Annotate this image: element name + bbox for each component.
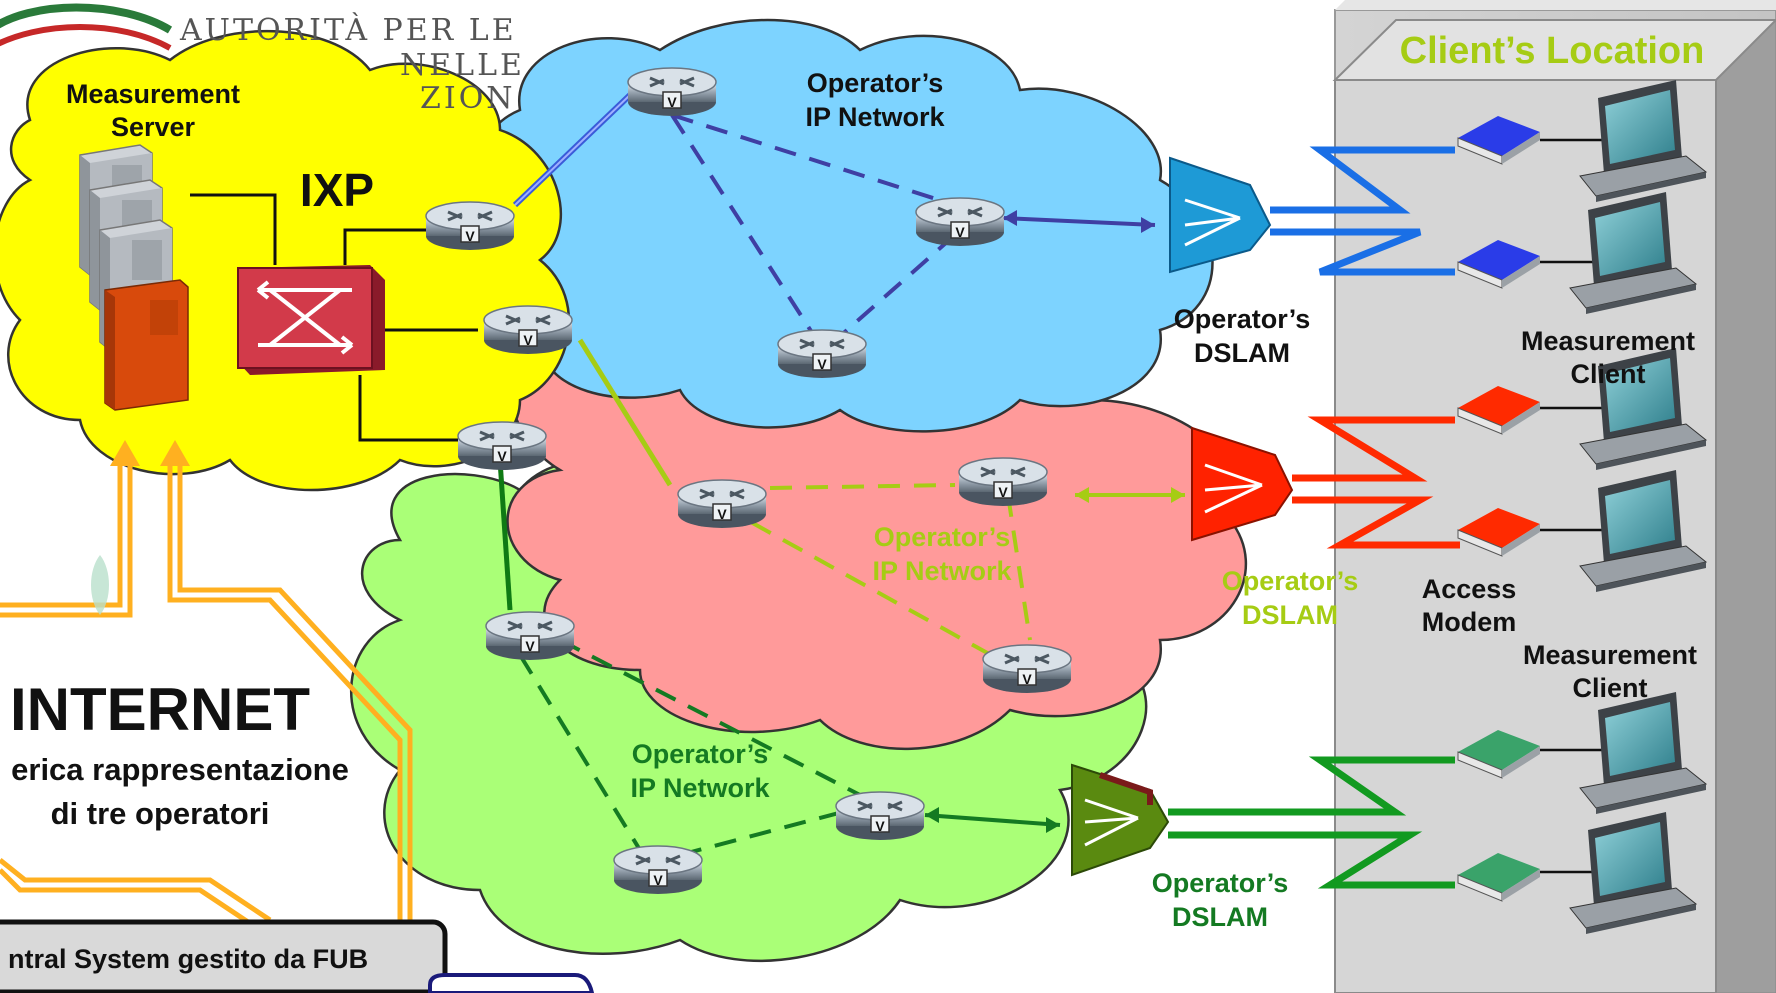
green-network-links bbox=[497, 459, 1061, 857]
logo-text-line1: AUTORITÀ PER LE bbox=[179, 12, 517, 48]
router-mark: V bbox=[497, 448, 507, 464]
blue-network-links bbox=[512, 92, 1156, 347]
router-mark: V bbox=[523, 332, 533, 348]
authority-logo: AUTORITÀ PER LE NELLE ZION bbox=[0, 3, 525, 116]
internet-sub-label-line2: di tre operatori bbox=[51, 796, 270, 831]
ixp-label: IXP bbox=[300, 164, 374, 216]
red-ip-network-label-line1: Operator’s bbox=[874, 522, 1011, 552]
measurement-client-bottom-line2: Client bbox=[1572, 673, 1647, 703]
blue-dslam-label-line1: Operator’s bbox=[1174, 304, 1311, 334]
green-dslam-label-line1: Operator’s bbox=[1152, 868, 1289, 898]
router-mark: V bbox=[998, 484, 1008, 500]
dslam-green bbox=[1071, 763, 1170, 877]
router-mark: V bbox=[667, 94, 677, 110]
logo-text-line3: ZION bbox=[420, 81, 516, 116]
measurement-client-top-line1: Measurement bbox=[1521, 326, 1695, 356]
measurement-server-label-line2: Server bbox=[111, 112, 196, 142]
red-dslam-label-line1: Operator’s bbox=[1222, 566, 1359, 596]
red-dslam-label-line2: DSLAM bbox=[1242, 600, 1338, 630]
red-access-lines bbox=[1292, 416, 1460, 549]
bottom-partial-box bbox=[428, 973, 595, 993]
green-dslam-label-line2: DSLAM bbox=[1172, 902, 1268, 932]
router-marks: V V V V V V V V V V V V bbox=[465, 94, 1032, 888]
access-modem-label-line2: Modem bbox=[1422, 607, 1517, 637]
router-mark: V bbox=[525, 638, 535, 654]
router-mark: V bbox=[875, 818, 885, 834]
blue-access-lines bbox=[1270, 146, 1455, 276]
dslam-red bbox=[1191, 426, 1294, 542]
link-arrowheads bbox=[925, 210, 1185, 833]
client-location-label: Client’s Location bbox=[1400, 30, 1705, 72]
router-mark: V bbox=[717, 506, 727, 522]
ixp-switch bbox=[237, 265, 385, 375]
internet-arrow-outline bbox=[0, 460, 413, 933]
red-ip-network-label-line2: IP Network bbox=[872, 556, 1012, 586]
internet-label: INTERNET bbox=[10, 676, 310, 743]
dslam-blue bbox=[1169, 156, 1272, 274]
router-mark: V bbox=[817, 356, 827, 372]
ixp-links bbox=[190, 193, 478, 442]
measurement-client-top-line2: Client bbox=[1570, 359, 1645, 389]
internet-sub-label-line1: erica rappresentazione bbox=[11, 752, 349, 787]
logo-text-line2: NELLE bbox=[400, 48, 525, 83]
blue-ip-network-label-line2: IP Network bbox=[805, 102, 945, 132]
central-system-box: ntral System gestito da FUB bbox=[0, 919, 448, 993]
internet-fade-mark bbox=[91, 555, 109, 615]
blue-dslam-label-line2: DSLAM bbox=[1194, 338, 1290, 368]
measurement-server-label-line1: Measurement bbox=[66, 79, 240, 109]
measurement-server-rack bbox=[79, 144, 189, 411]
green-ip-network-label-line2: IP Network bbox=[630, 773, 770, 803]
green-ip-network-label-line1: Operator’s bbox=[632, 739, 769, 769]
green-access-lines bbox=[1168, 756, 1455, 889]
router-mark: V bbox=[653, 872, 663, 888]
central-system-label: ntral System gestito da FUB bbox=[8, 944, 368, 974]
router-mark: V bbox=[1022, 671, 1032, 687]
router-mark: V bbox=[955, 224, 965, 240]
blue-ip-network-label-line1: Operator’s bbox=[807, 68, 944, 98]
router-mark: V bbox=[465, 228, 475, 244]
measurement-client-bottom-line1: Measurement bbox=[1523, 640, 1697, 670]
internet-arrowheads bbox=[110, 440, 190, 466]
red-network-links bbox=[577, 338, 1185, 662]
access-modem-label-line1: Access bbox=[1422, 574, 1517, 604]
